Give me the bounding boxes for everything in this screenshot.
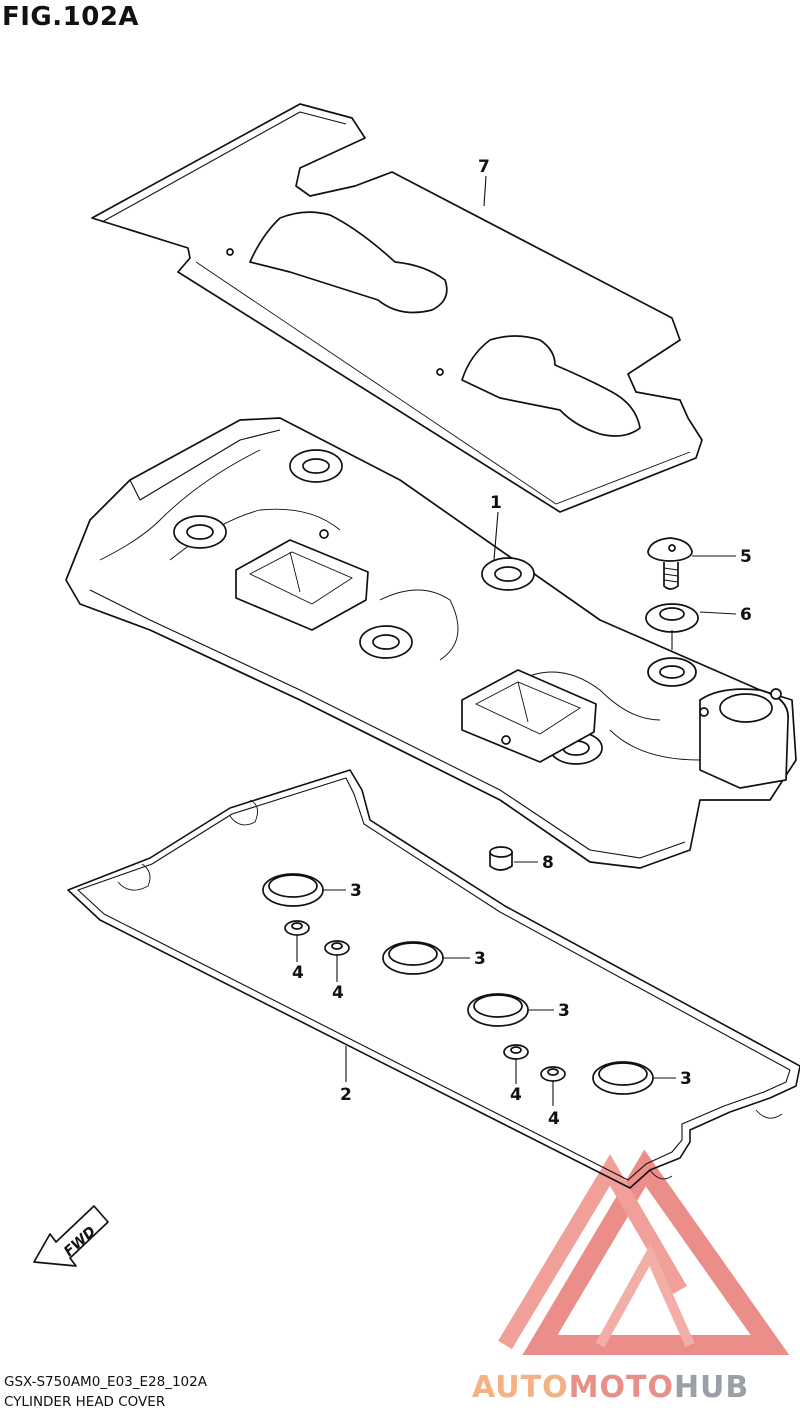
fwd-arrow-icon: FWD [33, 1205, 109, 1267]
part-7-insulator-plate[interactable] [91, 103, 703, 513]
callout-4-a: 4 [292, 963, 304, 983]
watermark-part-moto: MOTO [568, 1370, 674, 1405]
leader-lines [296, 175, 737, 1106]
callout-3-c: 3 [558, 1001, 570, 1021]
watermark-part-auto: AUTO [472, 1370, 569, 1405]
callout-4-b: 4 [332, 983, 344, 1003]
callout-3-a: 3 [350, 881, 362, 901]
callout-2: 2 [340, 1085, 352, 1105]
figure-title: FIG.102A [2, 2, 140, 32]
figure-footer: GSX-S750AM0_E03_E28_102A CYLINDER HEAD C… [4, 1372, 207, 1412]
callout-8: 8 [542, 853, 554, 873]
callout-6: 6 [740, 605, 752, 625]
callout-5: 5 [740, 547, 752, 567]
figure-name: CYLINDER HEAD COVER [4, 1394, 166, 1410]
callout-labels: 7 1 5 6 8 3 3 3 3 4 4 4 4 2 [292, 157, 752, 1129]
callout-3-d: 3 [680, 1069, 692, 1089]
callout-7: 7 [478, 157, 490, 177]
watermark-part-hub: HUB [673, 1370, 750, 1405]
part-3-plug-seal[interactable] [262, 873, 654, 1095]
callout-3-b: 3 [474, 949, 486, 969]
model-code: GSX-S750AM0_E03_E28_102A [4, 1374, 207, 1390]
watermark-text: AUTOMOTOHUB [472, 1370, 749, 1405]
part-5-bolt[interactable] [647, 537, 693, 590]
part-8-dowel-pin[interactable] [489, 846, 513, 871]
watermark-logo-icon [498, 1149, 790, 1355]
part-1-cylinder-head-cover[interactable] [65, 417, 797, 869]
callout-1: 1 [490, 493, 502, 513]
part-2-cover-gasket[interactable] [67, 769, 800, 1189]
callout-4-d: 4 [548, 1109, 560, 1129]
part-6-washer[interactable] [645, 603, 699, 633]
callout-4-c: 4 [510, 1085, 522, 1105]
